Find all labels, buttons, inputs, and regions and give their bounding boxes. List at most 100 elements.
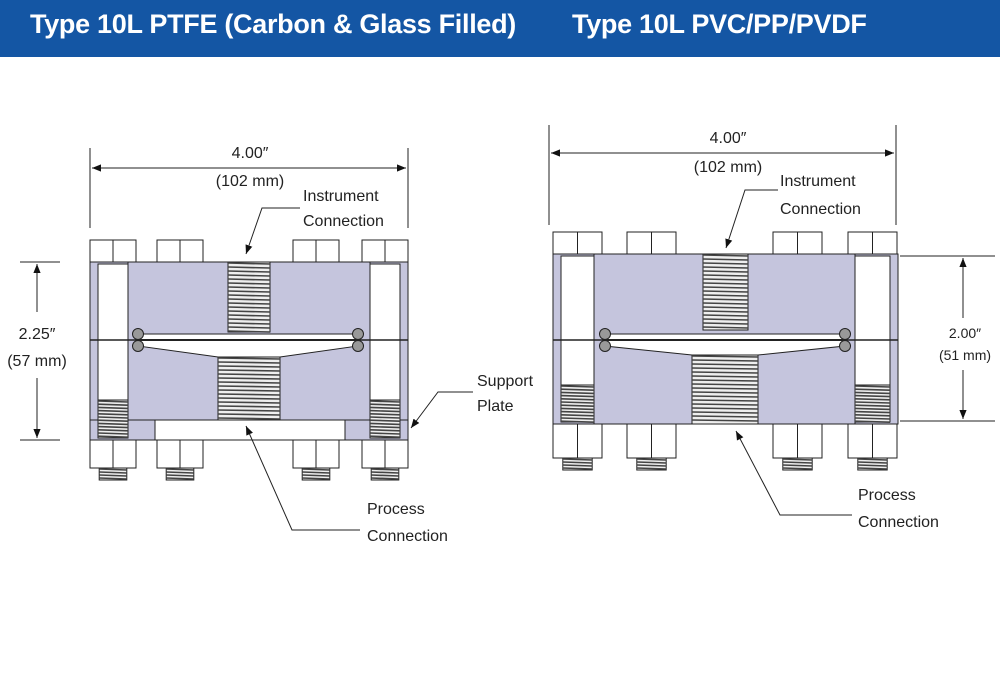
right-process-label-1: Process [858, 487, 916, 504]
o-ring [839, 328, 851, 340]
stud-thread-right [369, 399, 401, 439]
thread-line [302, 474, 330, 477]
thread-line [97, 416, 129, 419]
thread-line [857, 461, 888, 464]
thread-line [371, 471, 399, 474]
thread-line [702, 298, 749, 301]
o-ring [352, 340, 364, 352]
left-process-label-1: Process [367, 501, 425, 518]
thread-line [369, 400, 401, 403]
thread-line [702, 322, 749, 325]
thread-line [97, 435, 129, 438]
thread-line [782, 467, 813, 470]
support-label-1: Support [477, 373, 534, 390]
thread-line [302, 477, 330, 480]
thread-line [854, 404, 891, 407]
thread-line [369, 413, 401, 416]
thread-line [702, 282, 749, 285]
thread-line [371, 474, 399, 477]
thread-line [227, 326, 271, 329]
o-ring [352, 328, 364, 340]
thread-line [702, 302, 749, 305]
thread-line [97, 429, 129, 432]
thread-line [217, 361, 281, 364]
thread-line [369, 406, 401, 410]
stud-end-thread [165, 467, 195, 481]
thread-line [560, 391, 595, 395]
thread-line [702, 270, 749, 273]
thread-line [560, 420, 595, 423]
thread-line [227, 322, 271, 325]
thread-line [217, 385, 281, 388]
thread-line [97, 432, 129, 435]
thread-line [857, 464, 888, 467]
thread-line [636, 464, 667, 467]
header-bar: Type 10L PTFE (Carbon & Glass Filled) Ty… [0, 0, 1000, 57]
thread-line [227, 286, 271, 289]
thread-line [217, 405, 281, 408]
thread-line [369, 409, 401, 413]
thread-line [562, 461, 593, 464]
right-height-mm: (51 mm) [939, 347, 991, 363]
left-height-in: 2.25″ [19, 326, 56, 343]
thread-line [702, 318, 749, 321]
thread-line [217, 389, 281, 392]
right-process-label-2: Connection [858, 514, 939, 531]
thread-line [702, 314, 749, 317]
thread-line [99, 474, 127, 477]
thread-line [166, 468, 194, 471]
thread-line [702, 306, 749, 309]
left-height-mm: (57 mm) [7, 353, 67, 370]
thread-line [691, 387, 759, 390]
thread-line [97, 406, 129, 410]
left-title: Type 10L PTFE (Carbon & Glass Filled) [30, 9, 517, 39]
thread-line [702, 274, 749, 277]
thread-line [217, 401, 281, 404]
process-leader [735, 430, 852, 516]
thread-line [702, 294, 749, 297]
thread-line [369, 435, 401, 438]
thread-line [227, 274, 271, 277]
thread-line [227, 330, 271, 333]
process-leader [245, 425, 360, 531]
thread-line [560, 414, 595, 417]
thread-line [217, 393, 281, 396]
thread-line [369, 432, 401, 435]
thread-line [854, 407, 891, 411]
thread-line [560, 410, 595, 414]
thread-line [217, 417, 281, 420]
thread-line [636, 467, 667, 470]
thread-line [854, 398, 891, 401]
thread-line [702, 258, 749, 261]
o-ring [132, 328, 144, 340]
thread-line [854, 401, 891, 404]
thread-line [854, 414, 891, 417]
thread-line [560, 398, 595, 401]
thread-line [691, 407, 759, 410]
thread-line [369, 425, 401, 429]
o-ring [839, 340, 851, 352]
stud-end-thread [370, 467, 400, 481]
thread-line [369, 419, 401, 422]
thread-line [782, 461, 813, 464]
thread-line [227, 314, 271, 317]
thread-line [97, 419, 129, 422]
right-title: Type 10L PVC/PP/PVDF [572, 9, 867, 39]
thread-line [691, 367, 759, 370]
thread-line [702, 254, 749, 257]
stud-thread-left [97, 399, 129, 439]
instrument-leader [245, 207, 300, 255]
stud-end-thread [857, 457, 888, 471]
thread-line [702, 326, 749, 329]
o-ring [132, 340, 144, 352]
thread-line [691, 359, 759, 362]
thread-line [99, 477, 127, 480]
right-height-in: 2.00″ [949, 325, 981, 341]
thread-line [691, 375, 759, 378]
thread-line [691, 355, 759, 358]
left-assembly [89, 239, 409, 481]
thread-line [371, 468, 399, 471]
thread-line [227, 310, 271, 313]
thread-line [691, 403, 759, 406]
